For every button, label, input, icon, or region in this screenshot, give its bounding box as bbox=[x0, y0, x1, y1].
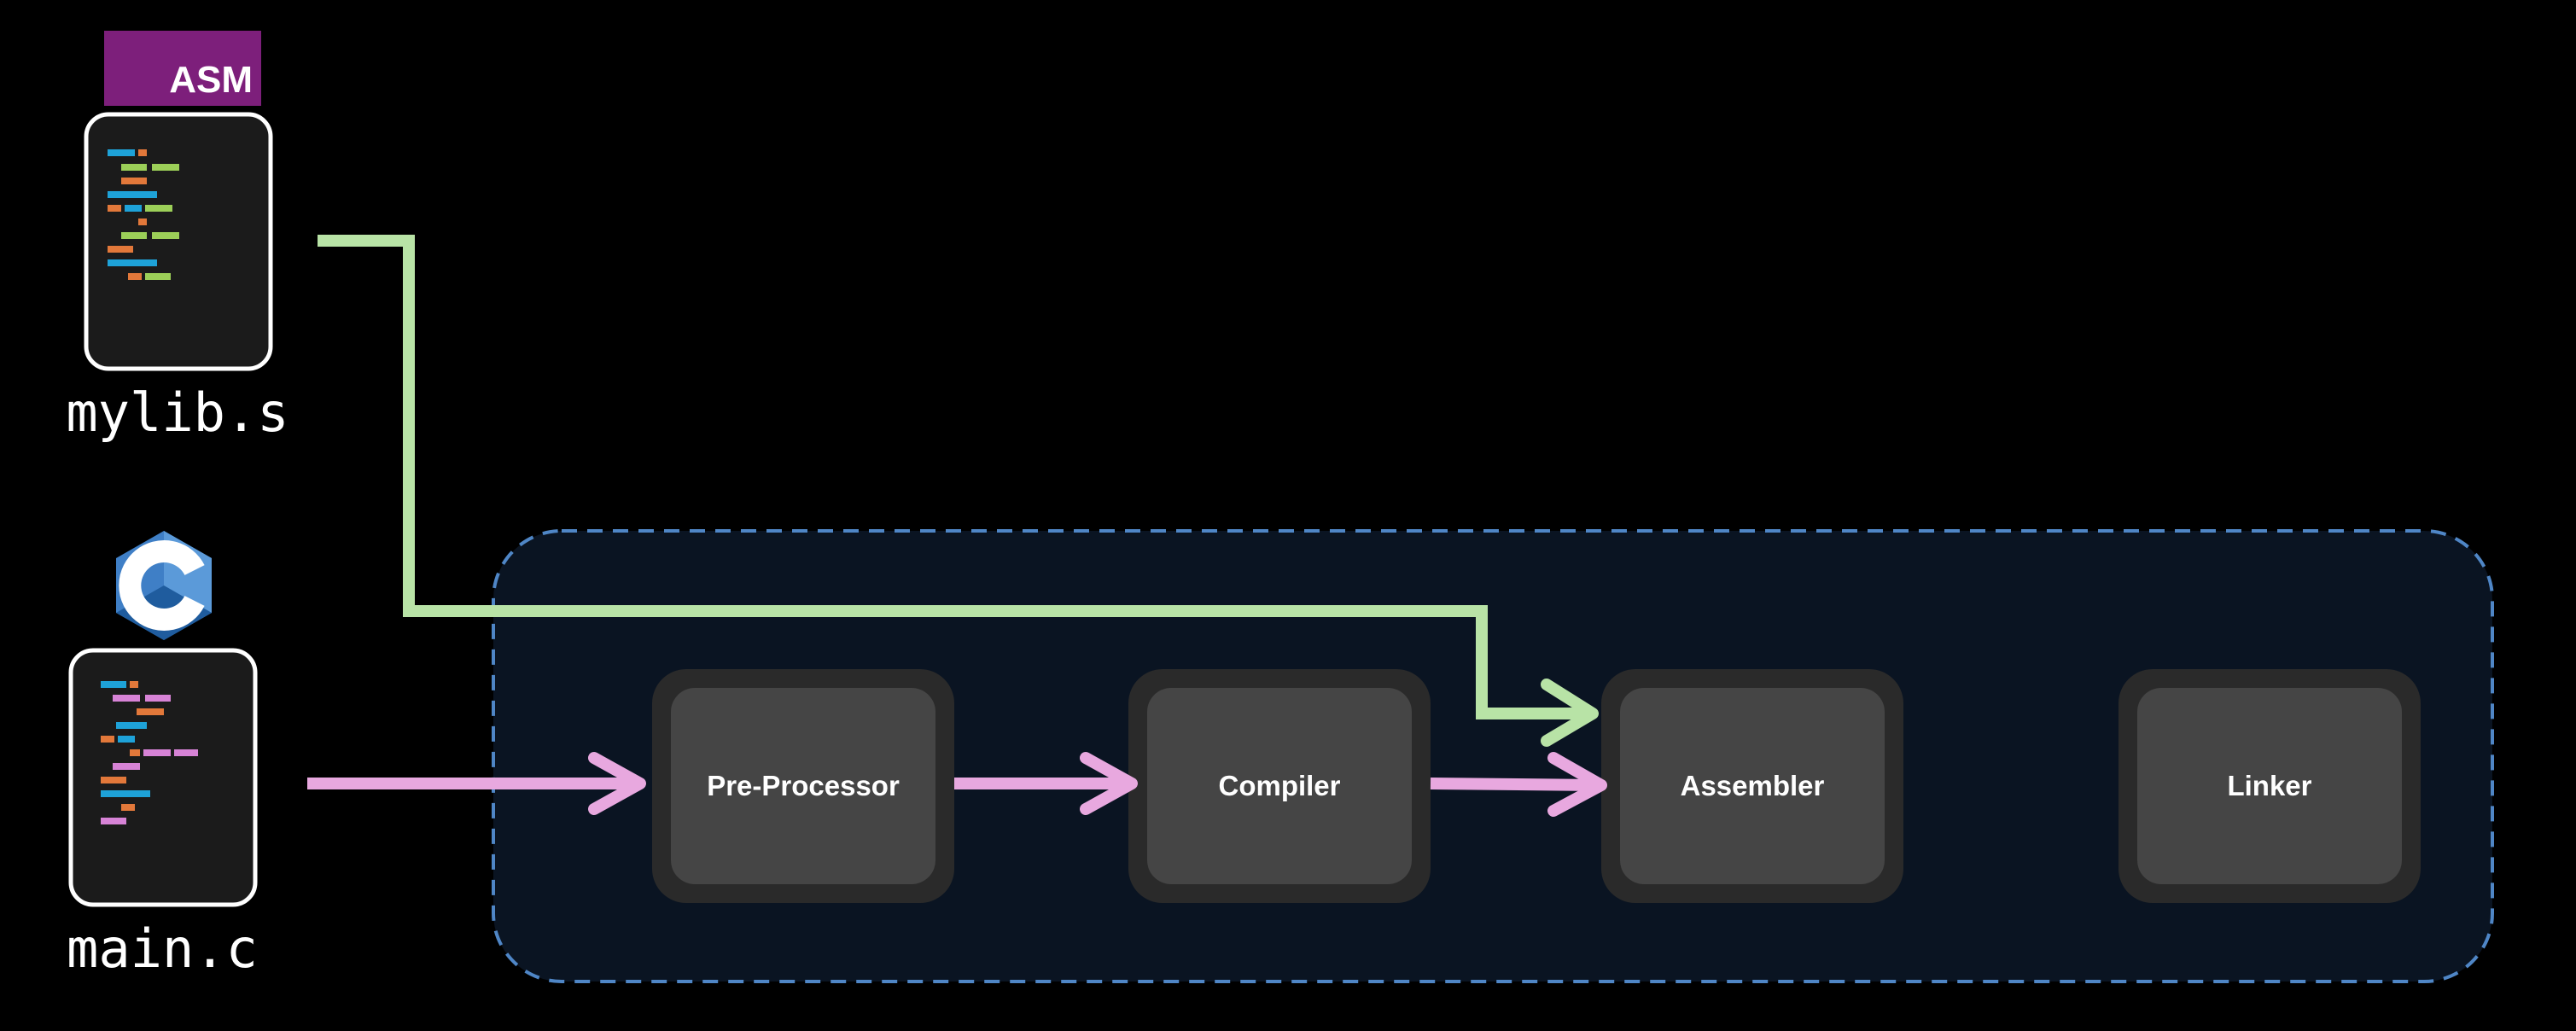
stage-label: Compiler bbox=[1218, 770, 1340, 801]
c-file-icon bbox=[68, 648, 258, 907]
stage-assembler[interactable]: Assembler bbox=[1601, 669, 1903, 903]
asm-path-arrow bbox=[318, 235, 1599, 747]
stage-compiler[interactable]: Compiler bbox=[1128, 669, 1431, 903]
stage-preprocessor[interactable]: Pre-Processor bbox=[652, 669, 954, 903]
stage-linker[interactable]: Linker bbox=[2118, 669, 2421, 903]
c-path-arrows bbox=[307, 752, 1607, 817]
c-file-name: main.c bbox=[67, 917, 258, 980]
c-file[interactable]: main.c bbox=[67, 531, 258, 980]
pipeline-container bbox=[492, 529, 2494, 983]
asm-badge-label: ASM bbox=[169, 59, 253, 101]
asm-file-name: mylib.s bbox=[66, 382, 288, 444]
c-language-logo-icon bbox=[116, 531, 212, 640]
asm-file-icon bbox=[84, 112, 273, 371]
asm-file[interactable]: ASM mylib.s bbox=[66, 31, 289, 444]
stage-label: Assembler bbox=[1681, 770, 1825, 801]
asm-badge bbox=[104, 31, 261, 106]
stage-label: Linker bbox=[2227, 770, 2311, 801]
arrow-to-assembler bbox=[1430, 778, 1599, 791]
stage-label: Pre-Processor bbox=[707, 770, 900, 801]
